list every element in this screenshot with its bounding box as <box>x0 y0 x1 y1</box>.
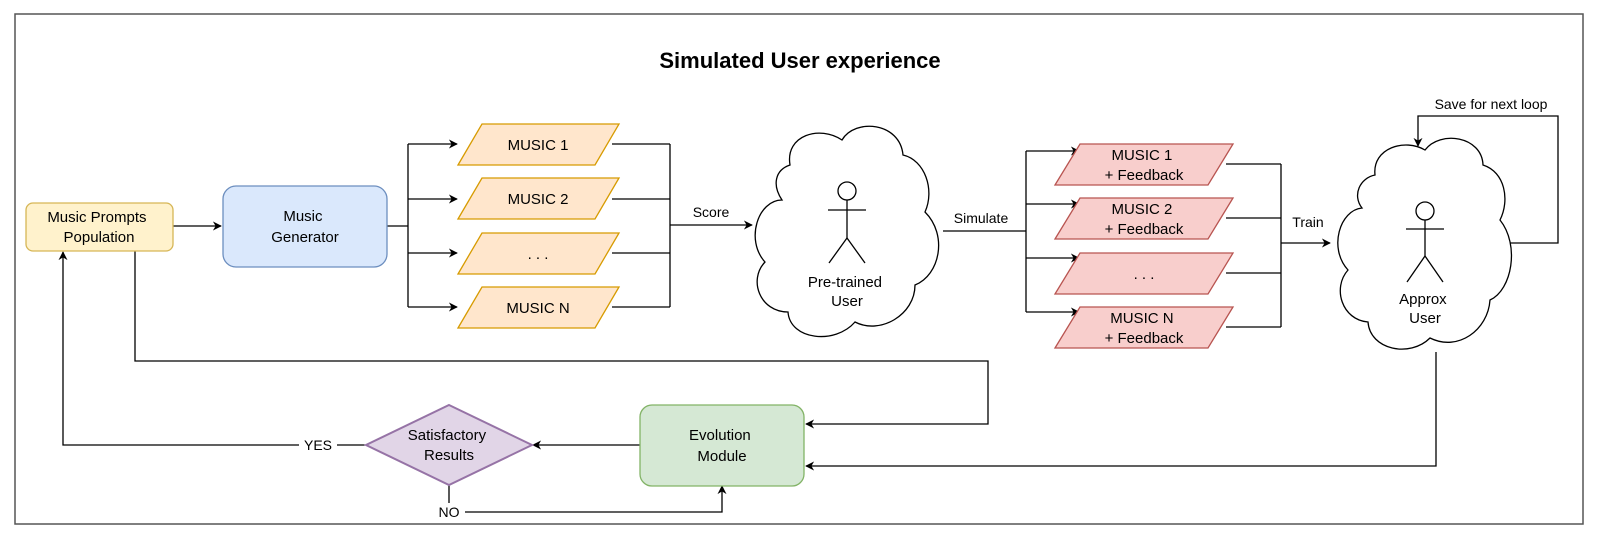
svg-text:Evolution Module: Evolution Module <box>689 427 755 465</box>
node-label-line: User <box>831 293 863 310</box>
svg-text:MUSIC N + Feedback: MUSIC N + Feedback <box>1105 310 1184 347</box>
node-music-prompts-population: Music Prompts Population <box>25 202 174 252</box>
node-label-line: Generator <box>271 229 339 246</box>
svg-text:MUSIC 2 + Feedback: MUSIC 2 + Feedback <box>1105 201 1184 238</box>
node-music-generator: Music Generator <box>222 185 388 268</box>
music-output-label: MUSIC N <box>506 300 569 317</box>
actor-icon <box>1406 201 1444 283</box>
music-output-item: MUSIC 2 <box>456 177 621 220</box>
music-output-item: MUSIC 1 <box>456 123 621 166</box>
node-evolution-module: Evolution Module <box>639 404 805 487</box>
edge-label-yes: YES <box>304 437 332 453</box>
music-output-group: MUSIC 1 MUSIC 2 . . . MUSIC N <box>456 123 621 329</box>
svg-text:Pre-trained User: Pre-trained User <box>808 274 886 310</box>
music-output-label: MUSIC 1 <box>508 137 569 154</box>
feedback-label-line: + Feedback <box>1105 167 1184 184</box>
node-label-line: Approx <box>1399 291 1447 308</box>
feedback-label-line: + Feedback <box>1105 221 1184 238</box>
node-label-line: Module <box>697 448 746 465</box>
node-approx-user: Approx User <box>1337 137 1513 350</box>
node-label-line: Population <box>64 229 135 246</box>
svg-text:MUSIC 1 + Feedback: MUSIC 1 + Feedback <box>1105 147 1184 184</box>
feedback-label-line: MUSIC 1 <box>1111 147 1172 164</box>
node-label-line: Music <box>283 208 323 225</box>
edge-label-no: NO <box>439 504 460 520</box>
diagram-title: Simulated User experience <box>659 48 940 73</box>
connectors <box>58 115 1559 513</box>
node-label-line: Pre-trained <box>808 274 882 291</box>
feedback-label-line: + Feedback <box>1105 330 1184 347</box>
edge-label-score: Score <box>693 204 730 220</box>
svg-text:. . .: . . . <box>1134 266 1155 283</box>
music-output-label: MUSIC 2 <box>508 191 569 208</box>
feedback-label-line: . . . <box>1134 266 1155 283</box>
actor-icon <box>828 181 866 264</box>
edge-label-save-loop: Save for next loop <box>1435 96 1548 112</box>
feedback-label-line: MUSIC 2 <box>1111 201 1172 218</box>
music-output-label: . . . <box>528 246 549 263</box>
svg-text:Approx User: Approx User <box>1399 291 1451 327</box>
music-output-item: MUSIC N <box>456 286 621 329</box>
feedback-label-line: MUSIC N <box>1110 310 1173 327</box>
node-label-line: Evolution <box>689 427 751 444</box>
edge-label-simulate: Simulate <box>954 210 1009 226</box>
feedback-output-item: MUSIC N + Feedback <box>1053 306 1235 349</box>
svg-text:Satisfactory Results: Satisfactory Results <box>408 427 491 464</box>
node-satisfactory-results: Satisfactory Results <box>363 403 535 487</box>
feedback-output-item: MUSIC 1 + Feedback <box>1053 143 1235 186</box>
music-output-item: . . . <box>456 232 621 275</box>
edge-label-train: Train <box>1292 214 1323 230</box>
svg-text:Music Generator: Music Generator <box>271 208 339 246</box>
node-label-line: Satisfactory <box>408 427 487 444</box>
feedback-output-group: MUSIC 1 + Feedback MUSIC 2 + Feedback . … <box>1053 143 1235 349</box>
node-label-line: User <box>1409 310 1441 327</box>
edge-labels: Score Simulate Train Save for next loop … <box>299 96 1548 520</box>
node-label-line: Music Prompts <box>47 209 146 226</box>
node-pretrained-user: Pre-trained User <box>754 125 940 338</box>
feedback-output-item: . . . <box>1053 252 1235 295</box>
feedback-output-item: MUSIC 2 + Feedback <box>1053 197 1235 240</box>
svg-text:Music Prompts Population: Music Prompts Population <box>47 209 150 246</box>
node-label-line: Results <box>424 447 474 464</box>
